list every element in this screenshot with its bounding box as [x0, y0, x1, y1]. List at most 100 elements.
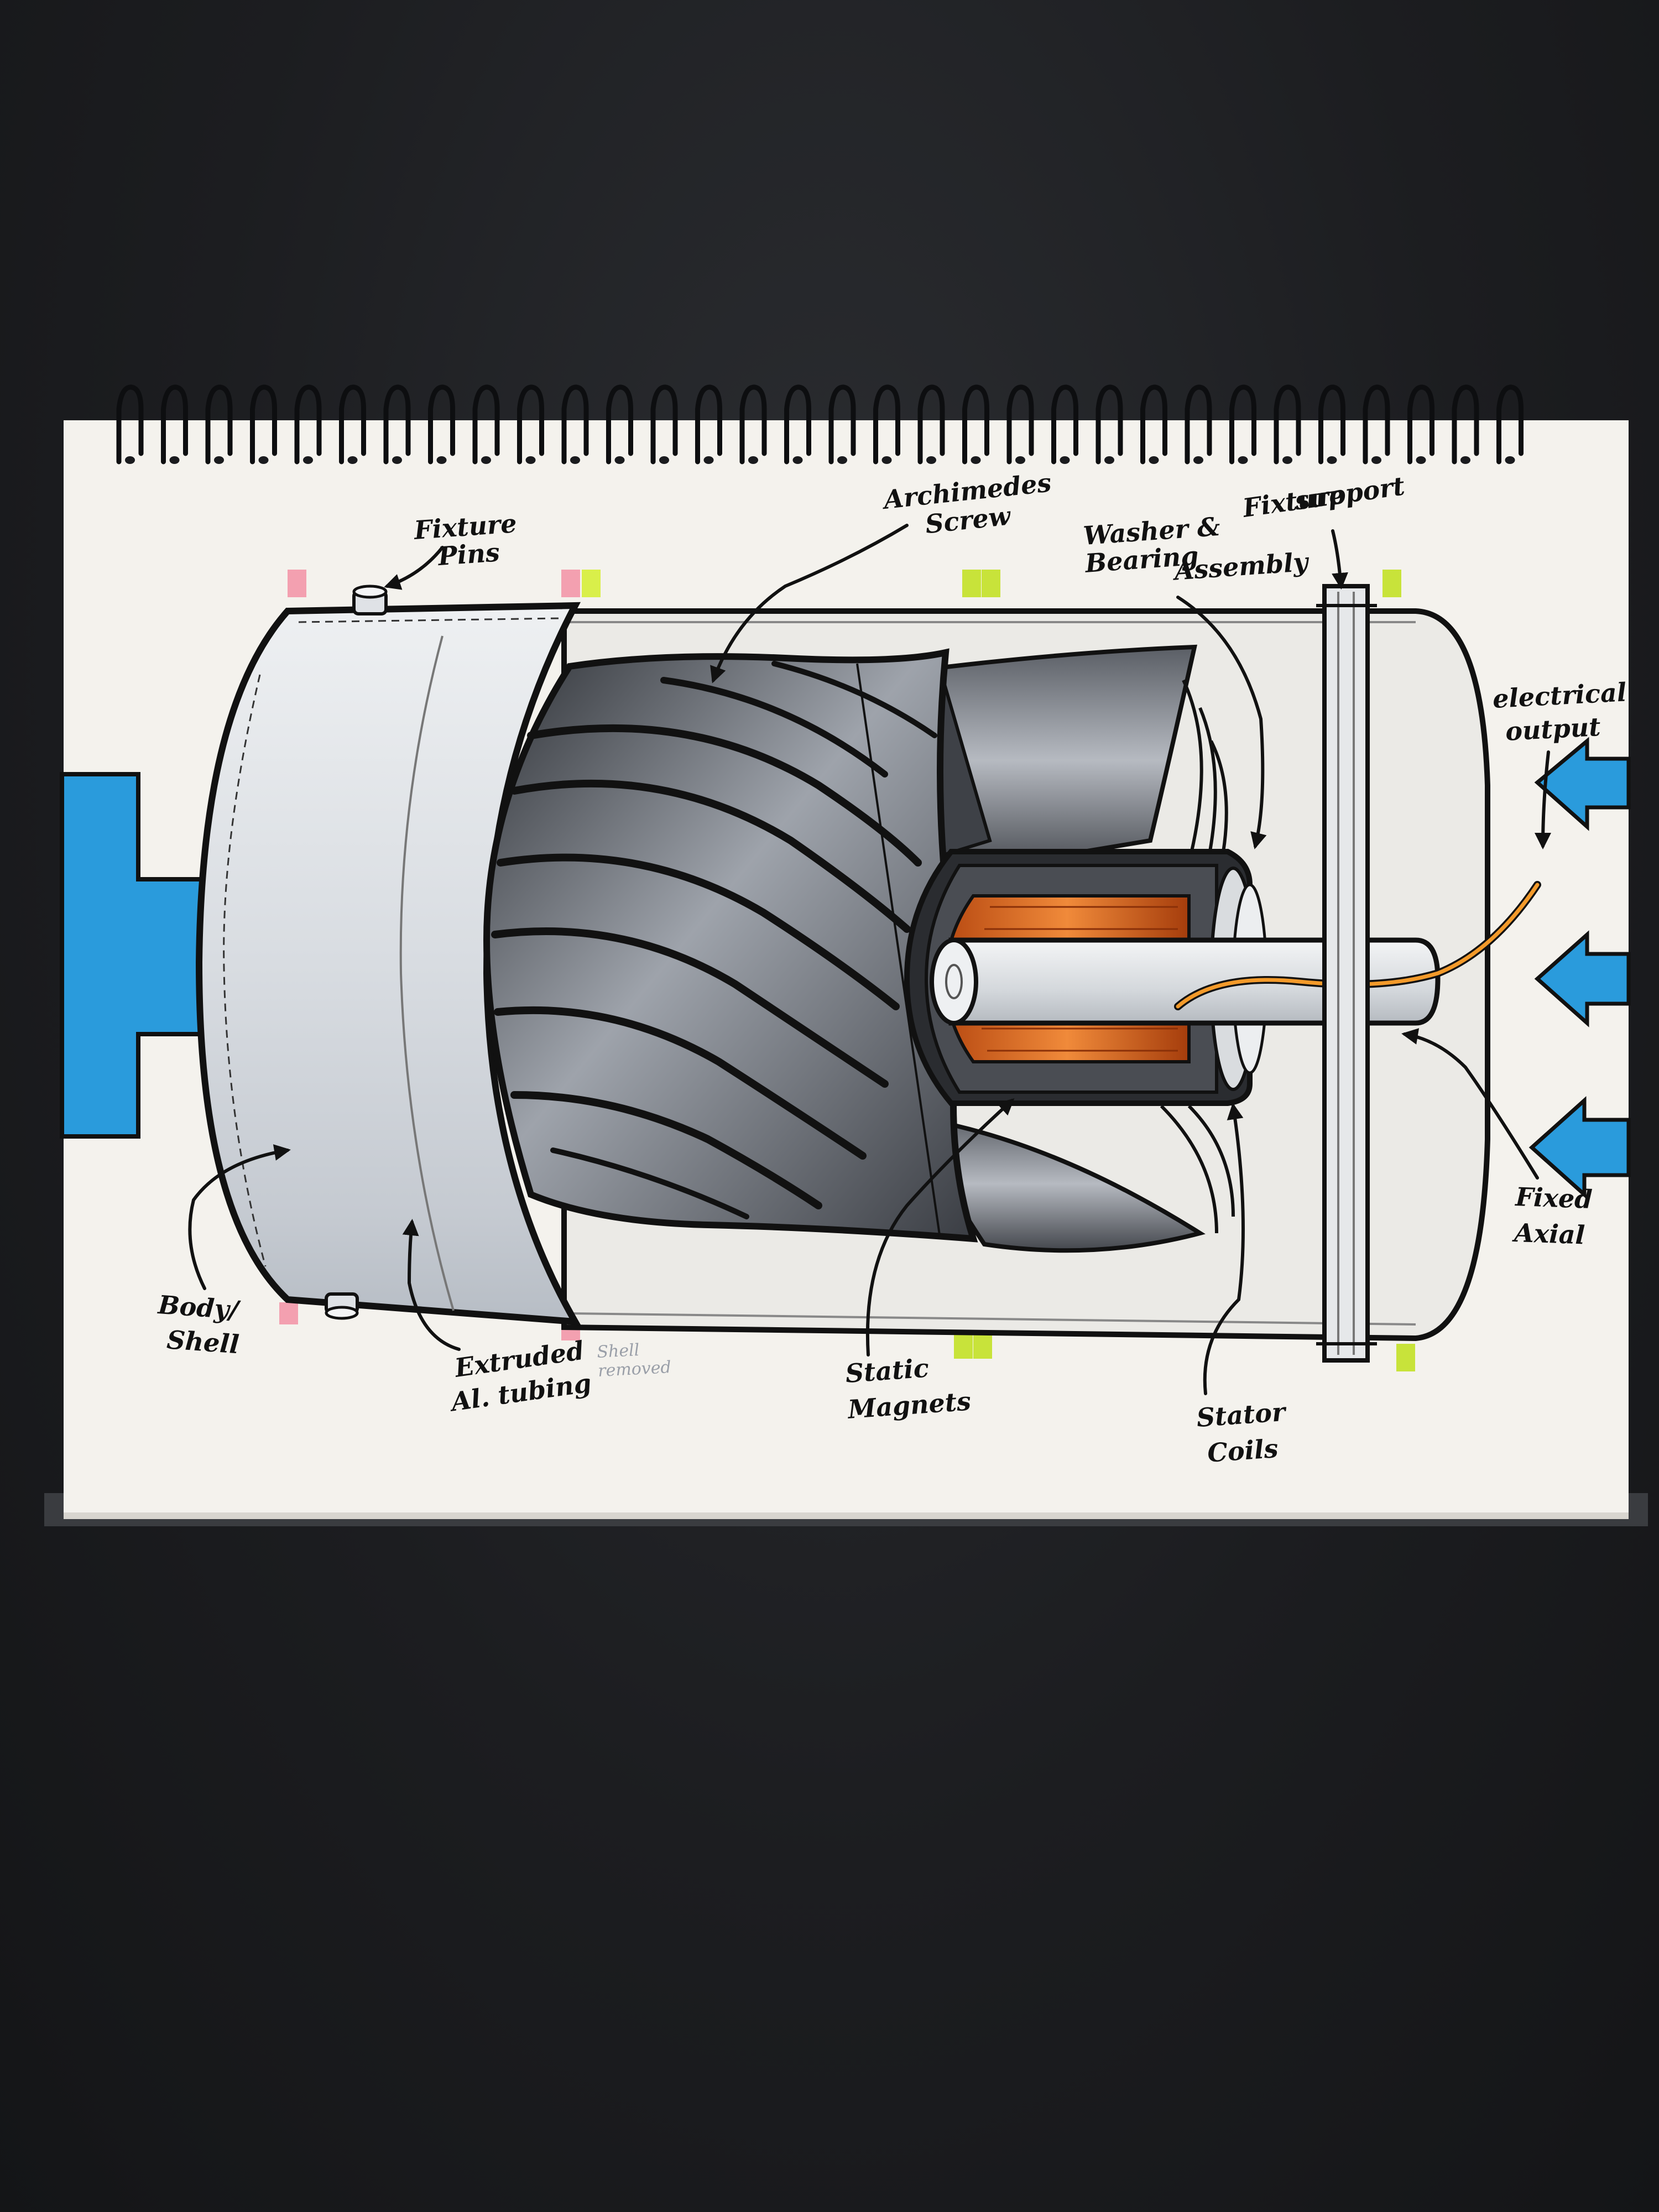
- spiral-coil: [294, 384, 322, 465]
- extruded-tubing-seam: [399, 635, 455, 1311]
- spiral-coil: [1318, 384, 1345, 465]
- binding-hole: [659, 456, 669, 464]
- spiral-coil: [1051, 384, 1078, 465]
- binding-hole: [303, 456, 313, 464]
- spiral-coil: [250, 384, 277, 465]
- spiral-coil: [561, 384, 589, 465]
- spiral-coil: [962, 384, 989, 465]
- outflow-arrow: [1534, 737, 1631, 831]
- spiral-binding: [116, 384, 1524, 465]
- tab-yellow: [982, 570, 1000, 597]
- binding-hole: [792, 456, 803, 464]
- leader-electrical-output: [1535, 750, 1552, 849]
- binding-hole: [436, 456, 447, 464]
- tab-pink: [288, 570, 306, 597]
- binding-hole: [1282, 456, 1292, 464]
- binding-hole: [347, 456, 358, 464]
- label-body-shell: Body/ Shell: [154, 1290, 248, 1360]
- leader-fixed-axial: [1401, 1028, 1539, 1180]
- spiral-coil: [1185, 384, 1212, 465]
- leader-archimedes-screw: [710, 524, 909, 684]
- binding-hole: [1327, 456, 1337, 464]
- spiral-coil: [917, 384, 945, 465]
- binding-hole: [392, 456, 402, 464]
- spiral-coil: [606, 384, 633, 465]
- outflow-arrow: [1534, 930, 1631, 1027]
- spiral-coil: [472, 384, 500, 465]
- binding-hole: [881, 456, 892, 464]
- binding-hole: [214, 456, 224, 464]
- tab-yellow: [962, 570, 981, 597]
- binding-hole: [169, 456, 180, 464]
- binding-hole: [1193, 456, 1203, 464]
- binding-hole: [1416, 456, 1426, 464]
- leader-stator-coils: [1203, 1103, 1245, 1395]
- spiral-coil: [873, 384, 900, 465]
- binding-hole: [971, 456, 981, 464]
- spiral-coil: [650, 384, 678, 465]
- binding-hole: [1104, 456, 1114, 464]
- spiral-coil: [1407, 384, 1434, 465]
- spiral-coil: [517, 384, 544, 465]
- spiral-coil: [205, 384, 233, 465]
- binding-hole: [258, 456, 269, 464]
- spiral-coil: [695, 384, 722, 465]
- binding-hole: [1371, 456, 1381, 464]
- binding-hole: [703, 456, 714, 464]
- spiral-coil: [428, 384, 455, 465]
- spiral-coil: [1452, 384, 1479, 465]
- spiral-coil: [1496, 384, 1524, 465]
- turbine-assembly: [195, 584, 1541, 1363]
- leader-extruded-tubing: [402, 1219, 461, 1351]
- outflow-arrows: [1528, 737, 1631, 1199]
- fixture-support: [1316, 584, 1377, 1363]
- spiral-coil: [784, 384, 811, 465]
- spiral-coil: [339, 384, 366, 465]
- binding-hole: [926, 456, 936, 464]
- spiral-coil: [161, 384, 188, 465]
- binding-hole: [525, 456, 536, 464]
- spiral-coil: [1363, 384, 1390, 465]
- binding-hole: [570, 456, 580, 464]
- spiral-coil: [1274, 384, 1301, 465]
- binding-hole: [1149, 456, 1159, 464]
- tab-yellow: [1383, 570, 1401, 597]
- binding-hole: [1460, 456, 1470, 464]
- leader-lines: [188, 524, 1552, 1395]
- label-stator-coils: Stator Coils: [1196, 1396, 1297, 1469]
- outflow-arrow: [1528, 1096, 1631, 1199]
- label-fixture-pins: Fixture Pins: [412, 508, 529, 573]
- tab-yellow: [582, 570, 601, 597]
- binding-hole: [1060, 456, 1070, 464]
- label-fixed-axial: Fixed Axial: [1511, 1182, 1601, 1250]
- tab-pink: [279, 1302, 298, 1324]
- fixture-pin-bottom: [325, 1292, 359, 1320]
- spiral-coil: [1140, 384, 1167, 465]
- binding-hole: [614, 456, 625, 464]
- binding-hole: [125, 456, 135, 464]
- leader-static-magnets: [865, 1098, 1015, 1357]
- label-shell-note: Shell removed: [597, 1339, 672, 1381]
- spiral-coil: [828, 384, 856, 465]
- spiral-coil: [739, 384, 767, 465]
- binding-hole: [1505, 456, 1515, 464]
- leader-body-shell: [188, 1144, 291, 1290]
- binding-hole: [748, 456, 758, 464]
- fixture-pin-top: [352, 585, 388, 615]
- leader-washer-bearing: [1176, 596, 1267, 849]
- spiral-coil: [383, 384, 411, 465]
- fixed-axial-shaft: [930, 881, 1541, 1026]
- leader-fixture-support: [1331, 529, 1348, 589]
- leader-fixture-pins: [384, 546, 444, 590]
- binding-hole: [481, 456, 491, 464]
- spiral-coil: [1229, 384, 1256, 465]
- tab-pink: [561, 570, 580, 597]
- spiral-coil: [1006, 384, 1034, 465]
- spiral-coil: [1095, 384, 1123, 465]
- spiral-coil: [116, 384, 144, 465]
- binding-hole: [837, 456, 847, 464]
- binding-hole: [1015, 456, 1025, 464]
- label-electrical-output: electrical output: [1492, 677, 1638, 747]
- paper-edge: [64, 1512, 1629, 1519]
